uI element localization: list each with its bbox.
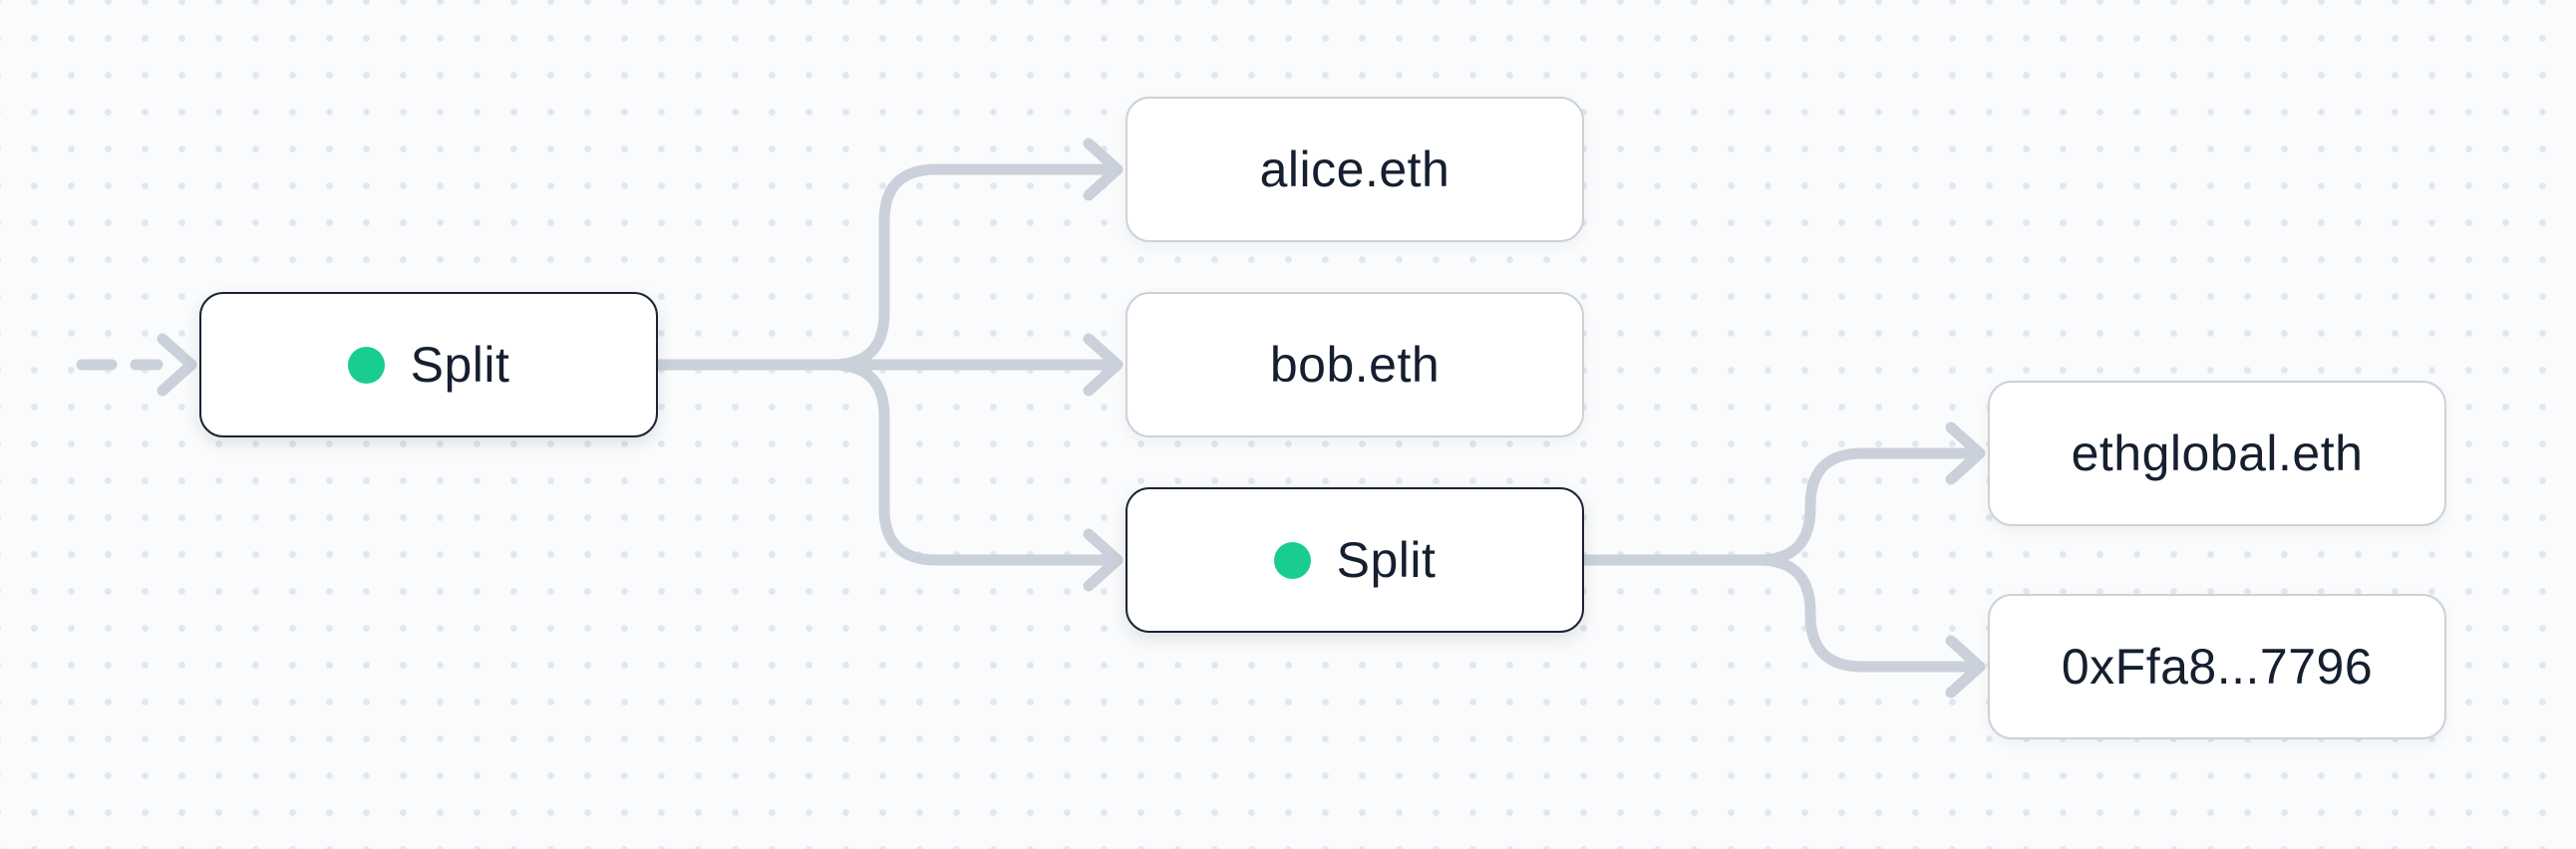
node-alice[interactable]: alice.eth: [1126, 97, 1584, 242]
node-wallet[interactable]: 0xFfa8...7796: [1988, 594, 2446, 739]
arrowhead-wallet-icon: [1945, 635, 1986, 699]
edge-split-2-ethglobal: [1578, 447, 1984, 566]
edge-split-1-alice: [652, 163, 1122, 371]
node-split-1[interactable]: Split: [199, 292, 658, 437]
arrowhead-ethglobal-icon: [1945, 422, 1986, 485]
arrowhead-split-2-icon: [1083, 528, 1124, 592]
status-dot-icon: [1273, 541, 1311, 579]
node-label: bob.eth: [1269, 337, 1441, 393]
node-bob[interactable]: bob.eth: [1126, 292, 1584, 437]
node-label: 0xFfa8...7796: [2061, 639, 2374, 695]
arrowhead-alice-icon: [1083, 138, 1124, 201]
status-dot-icon: [347, 346, 385, 384]
node-label: Split: [410, 337, 510, 393]
arrowhead-bob-icon: [1083, 333, 1124, 397]
node-label: alice.eth: [1259, 142, 1450, 197]
node-label: ethglobal.eth: [2071, 425, 2364, 481]
arrowhead-split-1-icon: [157, 333, 197, 397]
node-ethglobal[interactable]: ethglobal.eth: [1988, 381, 2446, 526]
edge-split-2-wallet: [1578, 554, 1984, 673]
node-split-2[interactable]: Split: [1126, 487, 1584, 633]
node-label: Split: [1336, 532, 1437, 588]
edge-split-1-split-2: [652, 359, 1122, 566]
